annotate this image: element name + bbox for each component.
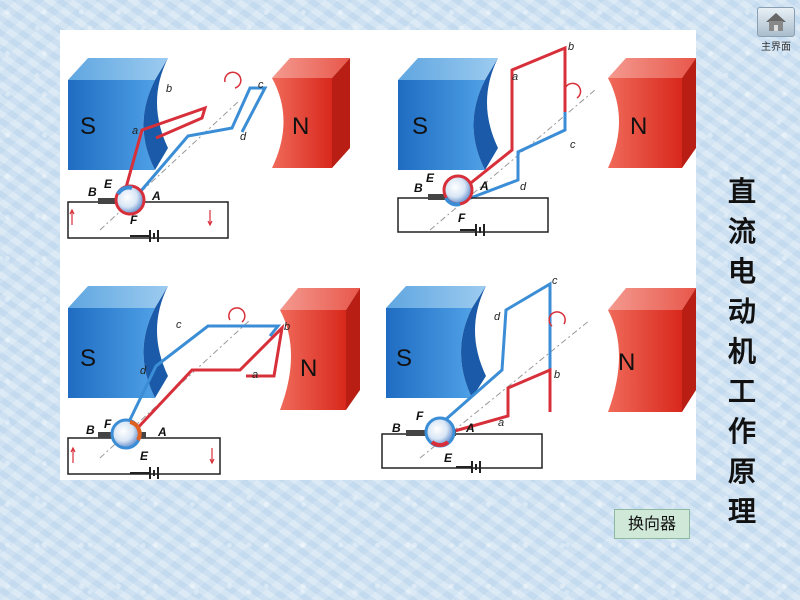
home-label: 主界面: [761, 42, 791, 53]
title-char: 工: [727, 375, 756, 408]
commutator-button[interactable]: 换向器: [614, 509, 690, 539]
motor-diagram: S N a b c d B A E F S: [67, 41, 696, 479]
svg-text:F: F: [416, 409, 424, 423]
title-char: 作: [727, 415, 756, 448]
svg-text:a: a: [132, 125, 138, 137]
home-button[interactable]: [757, 7, 795, 37]
svg-text:F: F: [458, 211, 466, 225]
magnet-south: [68, 80, 155, 170]
pole-label-n: N: [292, 113, 309, 140]
svg-text:b: b: [554, 369, 560, 381]
magnet-north: [608, 78, 682, 168]
svg-text:A: A: [151, 189, 161, 203]
pole-label-n: N: [618, 349, 635, 376]
svg-text:b: b: [568, 41, 574, 53]
title-char: 原: [727, 455, 756, 488]
magnet-south: [68, 308, 155, 398]
pole-label-s: S: [80, 113, 96, 140]
coil-blue: [126, 86, 268, 207]
svg-text:c: c: [258, 79, 264, 91]
svg-text:d: d: [240, 131, 247, 143]
title-char: 理: [727, 495, 756, 528]
magnet-south: [398, 80, 485, 170]
svg-text:E: E: [104, 177, 113, 191]
svg-text:b: b: [284, 321, 290, 333]
svg-text:F: F: [104, 417, 112, 431]
pole-label-n: N: [630, 113, 647, 140]
svg-text:B: B: [86, 423, 95, 437]
commutator: [424, 416, 456, 448]
svg-text:a: a: [512, 71, 518, 83]
svg-text:d: d: [140, 365, 147, 377]
title-char: 机: [727, 335, 756, 368]
magnet-north: [280, 310, 346, 410]
coil-blue: [435, 281, 552, 430]
battery: [130, 467, 159, 479]
diagram-panel: S N a b c d B A E F S: [60, 30, 696, 480]
svg-text:d: d: [520, 181, 527, 193]
svg-text:E: E: [140, 449, 149, 463]
svg-text:c: c: [570, 139, 576, 151]
svg-text:c: c: [552, 275, 558, 287]
svg-text:A: A: [157, 425, 167, 439]
svg-text:E: E: [426, 171, 435, 185]
coil-red: [130, 323, 285, 436]
svg-text:A: A: [479, 179, 489, 193]
title-char: 直: [727, 175, 756, 208]
battery: [460, 224, 485, 236]
magnet-south: [386, 308, 472, 398]
svg-text:B: B: [392, 421, 401, 435]
coil-red: [120, 105, 208, 203]
svg-text:a: a: [252, 369, 258, 381]
coil-red: [451, 45, 567, 200]
panel-2: S N a b c d B A E F: [397, 41, 696, 236]
svg-text:B: B: [414, 181, 423, 195]
coil-red: [443, 367, 552, 436]
pole-label-s: S: [80, 345, 96, 372]
magnet-north: [272, 78, 332, 168]
pole-label-n: N: [300, 355, 317, 382]
coil-blue: [459, 112, 567, 204]
panel-4: S N d c b a B A F E: [381, 275, 696, 473]
svg-text:a: a: [498, 417, 504, 429]
pole-label-s: S: [396, 345, 412, 372]
house-icon: [766, 13, 786, 31]
svg-text:B: B: [88, 185, 97, 199]
title-char: 电: [727, 255, 756, 288]
svg-text:F: F: [130, 213, 138, 227]
battery: [456, 461, 481, 473]
battery: [130, 230, 159, 242]
svg-text:E: E: [444, 451, 453, 465]
svg-text:b: b: [166, 83, 172, 95]
svg-text:c: c: [176, 319, 182, 331]
panel-3: S N a b c d B A F E: [67, 286, 360, 479]
coil-blue: [124, 324, 282, 429]
svg-text:d: d: [494, 311, 501, 323]
magnet-north: [608, 310, 682, 412]
title-char: 动: [727, 295, 756, 328]
pole-label-s: S: [412, 113, 428, 140]
panel-1: S N a b c d B A E F: [67, 58, 350, 242]
title-char: 流: [727, 215, 756, 248]
page-title: 直 流 电 动 机 工 作 原 理: [722, 172, 762, 532]
svg-text:A: A: [465, 421, 475, 435]
